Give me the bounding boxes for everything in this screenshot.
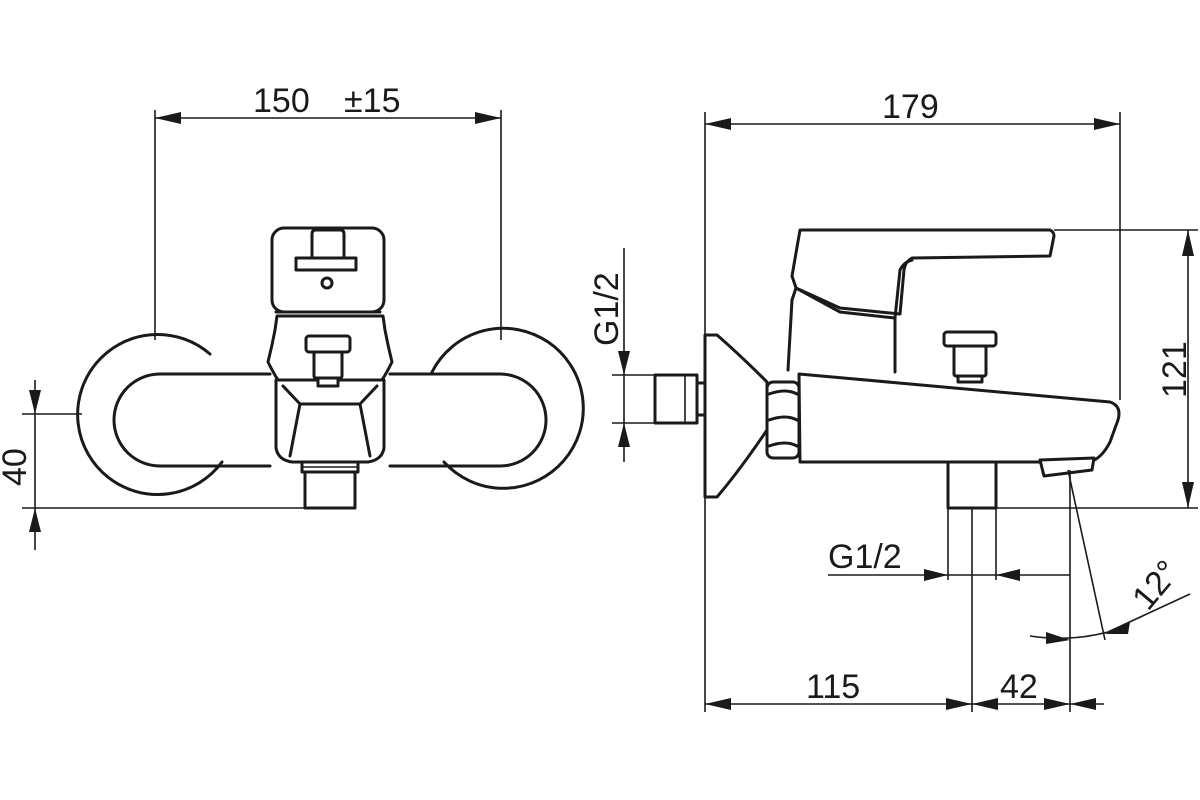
width-dimension-label: 150 xyxy=(253,82,310,120)
width-tolerance-label: ±15 xyxy=(344,82,400,120)
overall-height-dimension: 121 xyxy=(996,229,1198,509)
inlet-thread-dimension: G1/2 xyxy=(588,248,655,462)
spout-angle-dimension: 12° xyxy=(1029,469,1191,712)
inlet-connector xyxy=(653,373,707,425)
spout-angle-label: 12° xyxy=(1125,553,1187,617)
overall-length-dimension: 179 xyxy=(704,88,1121,400)
front-view: 150 ±15 40 xyxy=(0,82,585,550)
outlet-to-spout-label: 42 xyxy=(1000,668,1038,706)
height-dimension: 40 xyxy=(0,380,305,550)
bottom-dimensions: 115 42 xyxy=(704,497,1104,712)
outlet-pipe-side xyxy=(946,460,998,510)
height-dimension-label: 40 xyxy=(0,448,34,486)
lever-side xyxy=(786,228,1056,374)
outlet-thread-label: G1/2 xyxy=(828,538,902,576)
outlet-thread-dimension: G1/2 xyxy=(828,508,1070,581)
union-nut xyxy=(765,380,801,460)
length-to-outlet-label: 115 xyxy=(806,668,860,706)
lever-handle-front xyxy=(270,226,386,314)
mixer-body-front xyxy=(266,314,394,464)
escutcheon xyxy=(703,333,769,499)
outlet-pipe-front xyxy=(300,460,360,510)
inlet-thread-label: G1/2 xyxy=(588,272,626,346)
width-dimension: 150 ±15 xyxy=(154,82,502,340)
side-view: 179 121 G1/2 G1/2 xyxy=(588,88,1198,712)
diverter-knob xyxy=(942,330,998,384)
spout-body xyxy=(797,372,1121,464)
overall-height-label: 121 xyxy=(1156,341,1194,398)
overall-length-label: 179 xyxy=(882,88,939,126)
aerator xyxy=(1038,456,1096,478)
